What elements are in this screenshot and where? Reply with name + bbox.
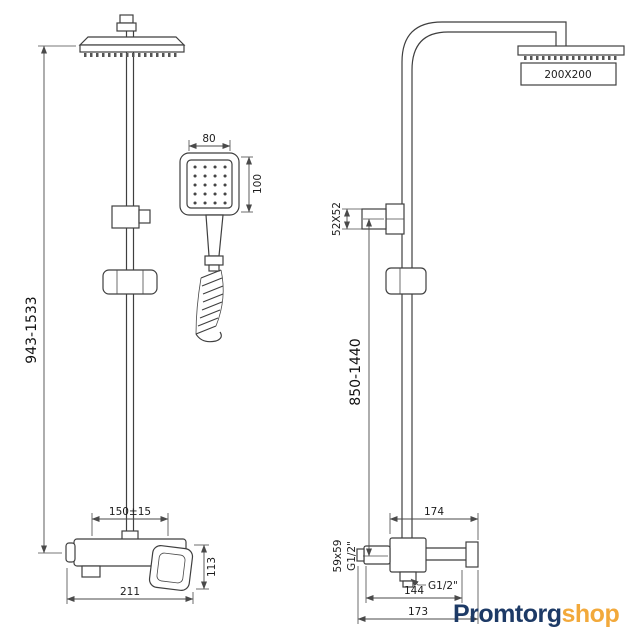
side-mixer-body	[389, 537, 427, 573]
side-slider-holder	[385, 267, 427, 295]
brand-logo: Promtorgshop	[453, 600, 620, 629]
side-riser-outer	[401, 21, 567, 540]
rain-head-edge	[79, 44, 185, 53]
dim-handset-height: 100	[252, 174, 264, 194]
wall-flange	[465, 541, 479, 568]
side-view: 200X200	[356, 21, 625, 588]
dim-depth: 174	[424, 506, 444, 518]
mixer-handle	[148, 545, 194, 591]
bottom-outlet	[399, 571, 417, 582]
side-view-dimensions: 52X52 850-1440 174 59x59 G1/2" G1/2" 144…	[331, 202, 479, 624]
upper-bracket	[111, 205, 140, 229]
side-mixer-handle	[363, 545, 391, 565]
rain-head-top	[78, 36, 186, 46]
upper-bracket-knob	[138, 209, 151, 224]
dim-body-height: 113	[206, 557, 218, 577]
thread-size-left: G1/2"	[346, 541, 358, 571]
top-fitting	[119, 14, 134, 24]
dim-144: 144	[404, 585, 424, 597]
brand-logo-accent: shop	[561, 600, 620, 628]
thread-size-bottom: G1/2"	[428, 580, 458, 592]
dim-handset-width: 80	[202, 133, 215, 145]
hand-shower-face	[186, 159, 233, 209]
dim-overall-height: 943-1533	[24, 296, 40, 363]
dim-body-width: 211	[120, 586, 140, 598]
shower-hose-coil	[195, 269, 224, 343]
front-view	[65, 14, 240, 591]
rain-head-side	[517, 45, 625, 56]
mixer-end-cap	[65, 542, 76, 563]
dim-173: 173	[408, 606, 428, 618]
side-riser-inner	[411, 31, 557, 540]
hand-shower-handle	[205, 214, 224, 257]
dim-supply-spacing: 150±15	[109, 506, 151, 518]
mixer-spout	[81, 565, 101, 578]
slider-holder	[102, 269, 158, 295]
dim-bar-height: 850-1440	[348, 338, 364, 405]
top-fitting-nut	[116, 22, 137, 32]
brand-logo-primary: Promtorg	[453, 600, 562, 628]
head-size-box	[520, 62, 617, 86]
dim-bracket-size: 52X52	[331, 202, 343, 236]
dim-body-section: 59x59	[332, 540, 344, 573]
hose-nut	[204, 255, 224, 266]
dim-head-size: 200X200	[544, 69, 591, 81]
front-view-dimensions: 80 100 150±15 113 211 943-1533	[24, 45, 264, 604]
